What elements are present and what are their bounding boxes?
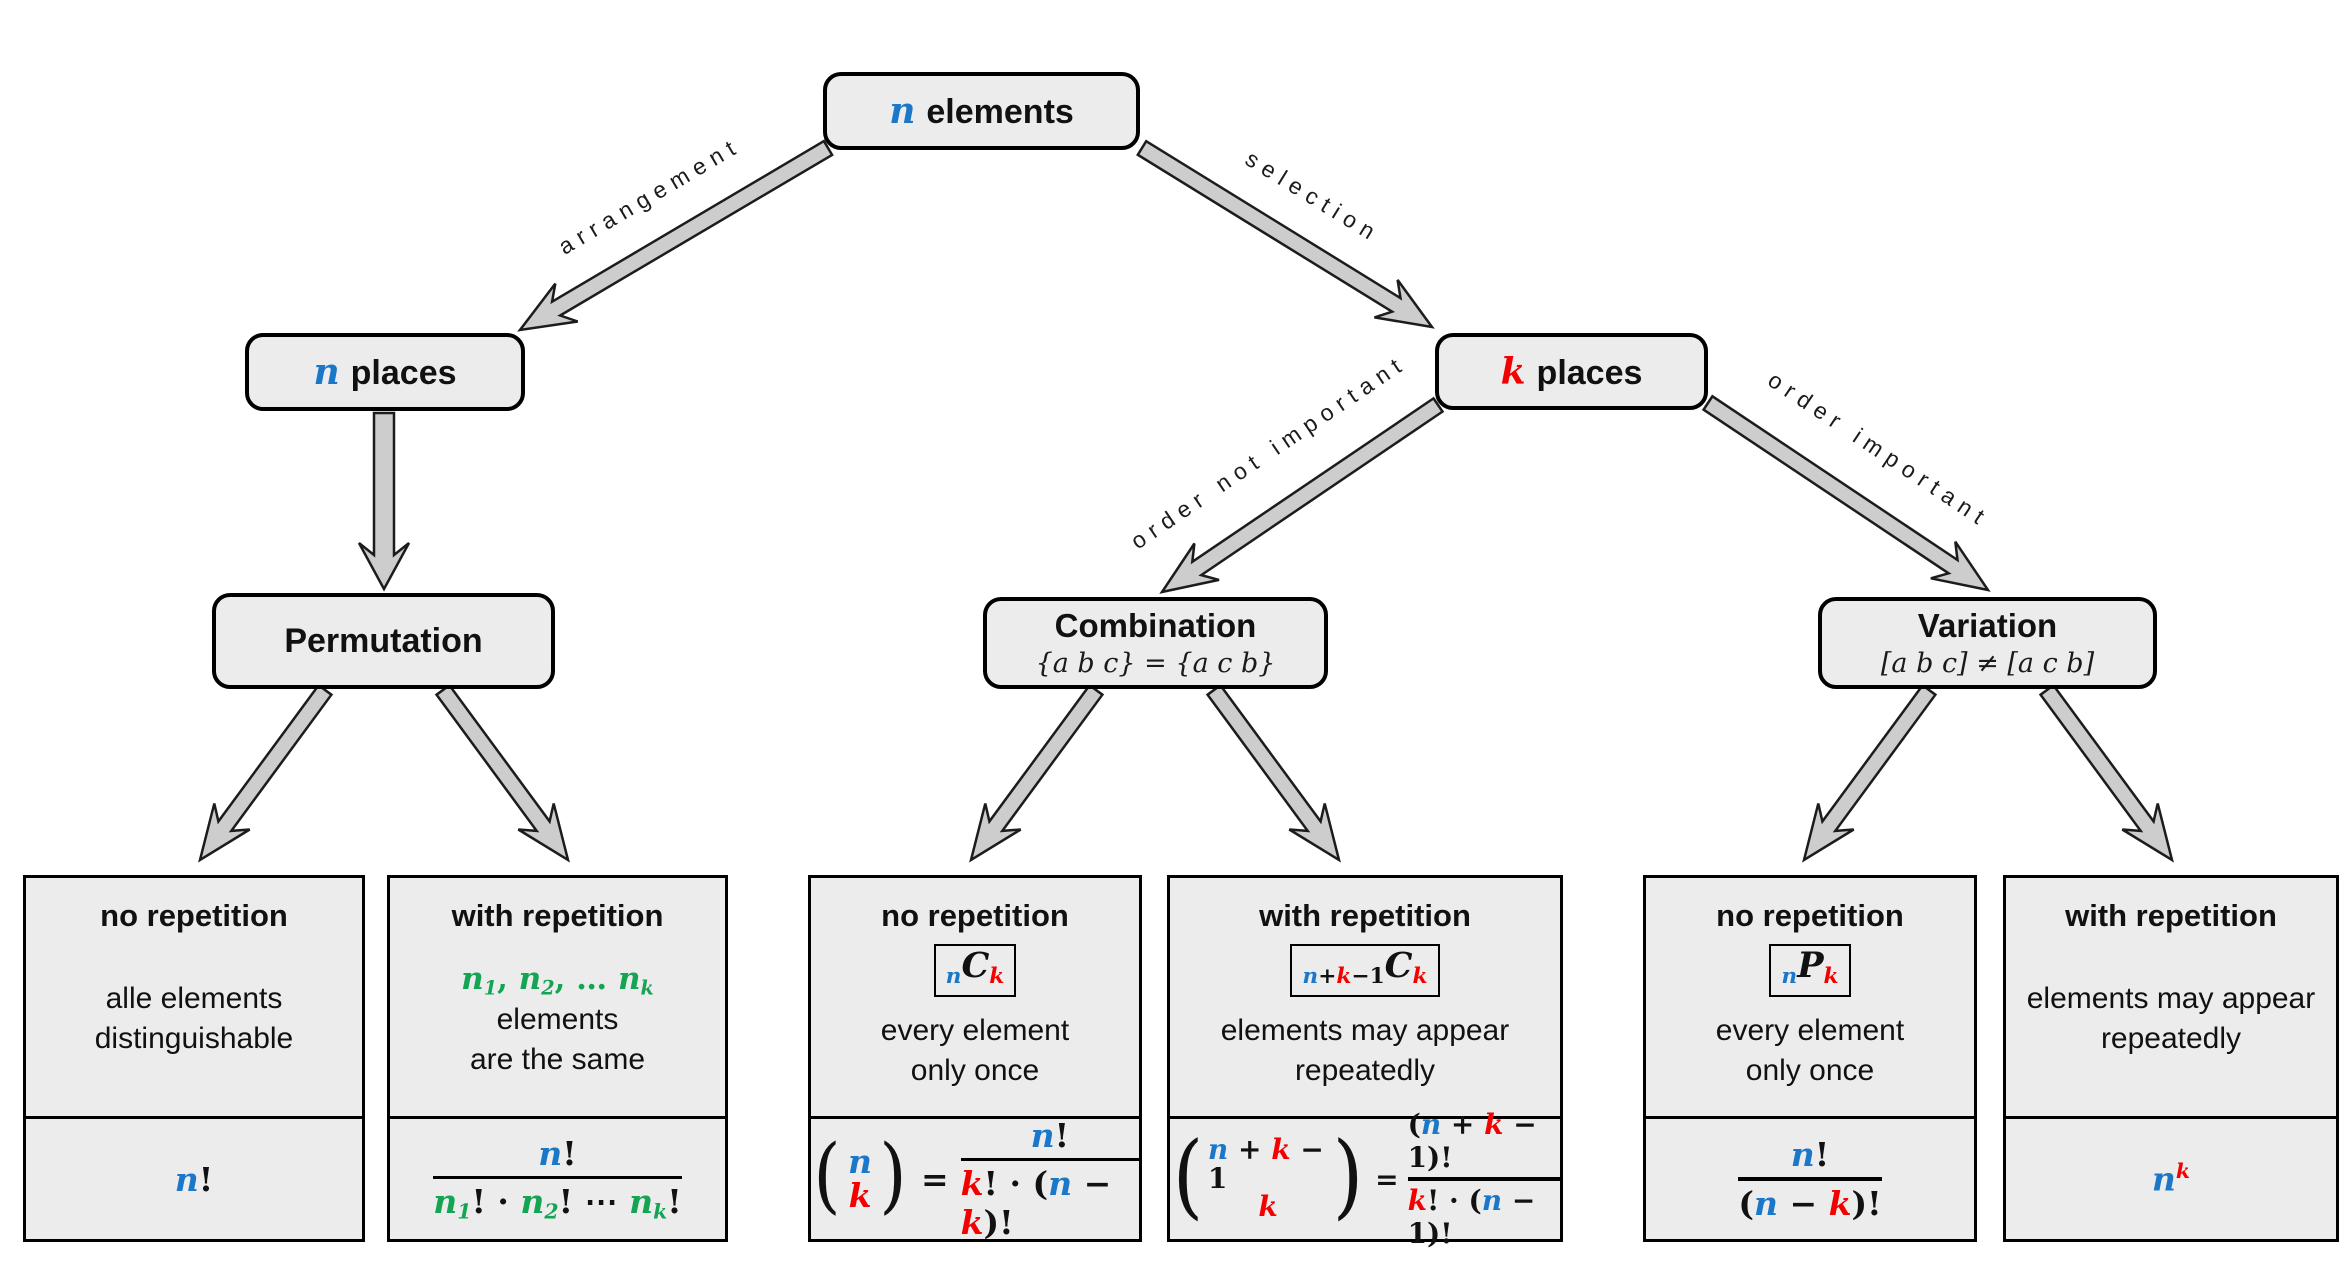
formula-n-factorial: n! bbox=[26, 1116, 362, 1239]
leaf-permutation-no-repetition: no repetition alle elements distinguisha… bbox=[23, 875, 365, 1242]
left-paren: ( bbox=[1172, 1122, 1204, 1230]
badge-nCk: nCk bbox=[933, 944, 1017, 998]
equals-sign: = bbox=[921, 1159, 949, 1199]
formula-multinomial: n! n1! · n2! ⋯ nk! bbox=[390, 1116, 725, 1239]
node-combination: Combination {a b c} = {a c b} bbox=[983, 597, 1328, 689]
leaf-combination-no-repetition: no repetition nCk every element only onc… bbox=[808, 875, 1142, 1242]
formula-binomial: ( n k ) = n! k! · (n − k)! bbox=[811, 1116, 1139, 1242]
arrow-variation-no-rep bbox=[1802, 683, 1938, 863]
var-n: n bbox=[313, 351, 340, 393]
node-n-elements-label: elements bbox=[926, 93, 1074, 131]
leaf-title: no repetition bbox=[1716, 898, 1904, 933]
node-variation: Variation [a b c] ≠ [a c b] bbox=[1818, 597, 2157, 689]
leaf-description: elements may appear repeatedly bbox=[1220, 1013, 1510, 1087]
equals-sign: = bbox=[1375, 1162, 1399, 1196]
leaf-title: with repetition bbox=[451, 898, 664, 933]
formula-falling-factorial: n! (n − k)! bbox=[1646, 1116, 1974, 1239]
fraction-bar bbox=[433, 1175, 682, 1180]
arrow-permutation-with-rep bbox=[434, 683, 570, 863]
arrow-permutation-no-rep bbox=[198, 683, 334, 863]
leaf-description: n1, n2, … nk elements are the same bbox=[461, 960, 654, 1076]
group-sizes-vars: n1, n2, … nk bbox=[461, 960, 654, 999]
var-n: n bbox=[889, 90, 916, 132]
leaf-variation-with-repetition: with repetition elements may appear repe… bbox=[2003, 875, 2339, 1242]
node-variation-label: Variation bbox=[1917, 607, 2058, 644]
var-k: k bbox=[1500, 350, 1526, 393]
formula-n-power-k: nk bbox=[2006, 1116, 2336, 1239]
node-n-places: n places bbox=[245, 333, 525, 411]
arrow-order-not-important bbox=[1159, 396, 1445, 594]
leaf-description: every element only once bbox=[1715, 1013, 1905, 1087]
leaf-title: with repetition bbox=[1259, 898, 1471, 933]
node-combination-example: {a b c} = {a c b} bbox=[1035, 648, 1276, 679]
leaf-variation-no-repetition: no repetition nPk every element only onc… bbox=[1643, 875, 1977, 1242]
fraction-bar bbox=[1407, 1177, 1560, 1181]
badge-nPk: nPk bbox=[1769, 944, 1851, 998]
arrow-combination-with-rep bbox=[1205, 683, 1341, 863]
arrow-n-places-permutation bbox=[357, 411, 411, 592]
left-paren: ( bbox=[813, 1128, 841, 1224]
node-permutation-label: Permutation bbox=[284, 621, 483, 660]
arrow-selection bbox=[1136, 139, 1435, 329]
leaf-permutation-with-repetition: with repetition n1, n2, … nk elements ar… bbox=[387, 875, 728, 1242]
leaf-title: no repetition bbox=[881, 898, 1069, 933]
arrow-arrangement bbox=[517, 139, 834, 332]
leaf-description: alle elements distinguishable bbox=[94, 982, 294, 1055]
right-paren: ) bbox=[1332, 1122, 1364, 1230]
node-n-places-label: places bbox=[350, 354, 457, 392]
right-paren: ) bbox=[879, 1128, 907, 1224]
arrow-variation-with-rep bbox=[2038, 683, 2174, 863]
badge-n-plus-k-minus-1-Ck: n+k−1Ck bbox=[1290, 944, 1440, 998]
leaf-combination-with-repetition: with repetition n+k−1Ck elements may app… bbox=[1167, 875, 1563, 1250]
arrow-combination-no-rep bbox=[969, 683, 1105, 863]
formula-multiset-binomial: ( n + k − 1 k ) = (n + k − 1)! k! · (n −… bbox=[1170, 1108, 1560, 1250]
fraction-bar bbox=[1738, 1177, 1882, 1181]
node-k-places-label: places bbox=[1536, 353, 1643, 392]
fraction-bar bbox=[960, 1157, 1139, 1162]
node-combination-label: Combination bbox=[1054, 607, 1257, 644]
node-n-elements: n elements bbox=[823, 72, 1140, 150]
leaf-title: no repetition bbox=[100, 898, 288, 933]
node-k-places: k places bbox=[1435, 333, 1708, 410]
leaf-description: every element only once bbox=[880, 1013, 1070, 1087]
leaf-description: elements may appear repeatedly bbox=[2026, 982, 2316, 1055]
node-permutation: Permutation bbox=[212, 593, 555, 689]
leaf-title: with repetition bbox=[2065, 898, 2277, 933]
arrow-order-important bbox=[1701, 394, 1991, 592]
node-variation-example: [a b c] ≠ [a c b] bbox=[1880, 648, 2095, 679]
